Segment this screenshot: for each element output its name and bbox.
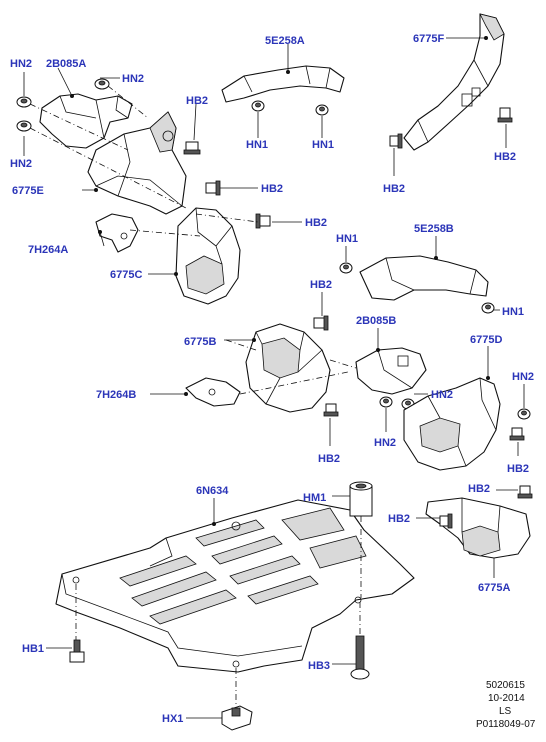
label-6775b: 6775B (184, 336, 216, 348)
bolt-hb2-shield-c (255, 213, 271, 229)
label-6775d: 6775D (470, 334, 502, 346)
bracket-2b085b (355, 347, 427, 395)
label-6775f: 6775F (413, 33, 444, 45)
label-hb2-d: HB2 (261, 183, 283, 195)
nut-hn1-5e258a-right (315, 104, 329, 116)
bracket-7h264b (185, 377, 241, 407)
label-hb2-b: HB2 (494, 151, 516, 163)
nut-hn1-5e258b-left (339, 262, 353, 274)
label-5e258b: 5E258B (414, 223, 454, 235)
bracket-5e258a (221, 65, 345, 103)
label-hb2-h: HB2 (507, 463, 529, 475)
nut-hn2-6775d (517, 408, 531, 420)
label-hn1-c: HN1 (336, 233, 358, 245)
label-6775a: 6775A (478, 582, 510, 594)
nut-hn2-2b085b-left (379, 396, 393, 408)
label-hb2-i: HB2 (468, 483, 490, 495)
nut-hn2-lower-left (16, 120, 32, 132)
bolt-hb2-shield-e (183, 141, 201, 155)
shield-6775f-group (389, 13, 513, 176)
bolt-hb2-6775b-bottom (323, 403, 339, 417)
shield-6775b-group (150, 292, 428, 446)
bracket-5e258a-group (221, 44, 345, 138)
label-hb2-c: HB2 (383, 183, 405, 195)
label-hn2-c: HN2 (10, 158, 32, 170)
bracket-5e258b-group (339, 236, 500, 314)
label-2b085b: 2B085B (356, 315, 396, 327)
nut-hn2-upper-left (16, 96, 32, 108)
label-6775e: 6775E (12, 185, 44, 197)
label-hb2-j: HB2 (388, 513, 410, 525)
bracket-7h264a (95, 213, 139, 253)
nut-hn1-5e258a-left (251, 100, 265, 112)
shield-6775f (403, 13, 505, 151)
bolt-hb1 (69, 639, 85, 663)
label-2b085a: 2B085A (46, 58, 86, 70)
label-hb3: HB3 (308, 660, 330, 672)
nut-hn1-5e258b-right (481, 302, 495, 314)
skid-plate-6n634 (55, 499, 415, 673)
bracket-6775a-group (416, 485, 533, 578)
label-hn2-a: HN2 (10, 58, 32, 70)
bolt-hb3 (350, 635, 370, 680)
nut-hn2-upper-right (94, 78, 110, 90)
skid-plate-ribs (119, 507, 367, 625)
label-hn1-b: HN1 (312, 139, 334, 151)
spacer-hm1 (349, 481, 373, 517)
label-hb2-f: HB2 (310, 279, 332, 291)
stamp-date: 10-2014 (488, 693, 525, 704)
label-6n634: 6N634 (196, 485, 229, 497)
label-hb2-e: HB2 (305, 217, 327, 229)
drawing-stamp: 5020615 10-2014 LS P0118049-07 (476, 680, 536, 730)
label-hn1-a: HN1 (246, 139, 268, 151)
stamp-reference: P0118049-07 (476, 719, 536, 730)
bolt-hb2-6775a-top (517, 485, 533, 499)
skid-plate-6n634-group (46, 481, 415, 731)
label-hx1: HX1 (162, 713, 183, 725)
shield-6775c-group (129, 207, 302, 305)
label-hb1: HB1 (22, 643, 44, 655)
label-hn2-d: HN2 (431, 389, 453, 401)
stamp-number: 5020615 (486, 680, 525, 691)
bolt-hb2-6775f-right (497, 107, 513, 123)
label-hb2-a: HB2 (186, 95, 208, 107)
bolt-hb2-6775f-left (389, 133, 403, 149)
bolt-hb2-6775b-top (313, 315, 329, 331)
shield-6775d-group (403, 346, 531, 471)
shield-6775e-group (16, 67, 258, 253)
label-hn2-e: HN2 (512, 371, 534, 383)
label-hn2-b: HN2 (122, 73, 144, 85)
label-hm1: HM1 (303, 492, 326, 504)
bolt-hb2-mid-left (205, 180, 221, 196)
label-5e258a: 5E258A (265, 35, 305, 47)
label-hb2-g: HB2 (318, 453, 340, 465)
bolt-hb2-6775d (509, 427, 525, 441)
bolt-hb2-6775a-left (439, 513, 453, 529)
bracket-2b085a (39, 93, 133, 149)
label-6775c: 6775C (110, 269, 142, 281)
stamp-initials: LS (499, 706, 512, 717)
clip-nut-hx1 (221, 705, 253, 731)
label-hn1-d: HN1 (502, 306, 524, 318)
label-7h264a: 7H264A (28, 244, 68, 256)
label-7h264b: 7H264B (96, 389, 136, 401)
bracket-5e258b (359, 255, 489, 301)
label-hn2-f: HN2 (374, 437, 396, 449)
